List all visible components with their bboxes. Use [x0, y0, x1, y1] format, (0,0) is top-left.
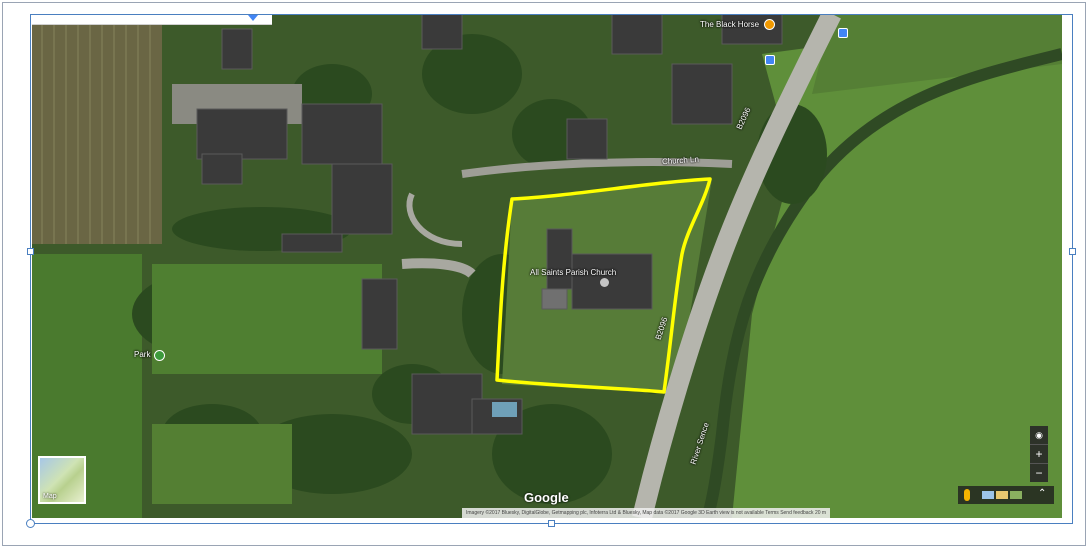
- zoom-controls: ◉ + −: [1030, 426, 1048, 482]
- field-furrows: [41, 14, 151, 244]
- church-lane: [461, 158, 733, 178]
- layer-toggle-thumbnail[interactable]: Map: [38, 456, 86, 504]
- pub-marker-icon[interactable]: [764, 19, 775, 30]
- lawn-2: [152, 424, 292, 504]
- layer-thumb-icon-1[interactable]: [982, 491, 994, 499]
- google-logo: Google: [524, 490, 569, 505]
- map-imagery: [32, 14, 1062, 518]
- pool: [492, 402, 517, 417]
- layer-thumb-icon-3[interactable]: [1010, 491, 1022, 499]
- church-marker-icon[interactable]: [600, 278, 609, 287]
- drive: [406, 192, 463, 247]
- park-marker-icon[interactable]: [154, 350, 165, 361]
- pegman-icon[interactable]: [964, 489, 970, 501]
- compass-button[interactable]: ◉: [1030, 426, 1048, 445]
- church-label[interactable]: All Saints Parish Church: [530, 268, 617, 277]
- resize-handle-left-middle[interactable]: [27, 248, 34, 255]
- boundary-highlight: [495, 177, 712, 394]
- map-bottom-controls: ⌃: [958, 486, 1054, 504]
- zoom-in-button[interactable]: +: [1030, 445, 1048, 464]
- driveway: [401, 258, 476, 278]
- map-attribution: Imagery ©2017 Bluesky, DigitalGlobe, Get…: [462, 508, 831, 518]
- search-chevron-icon[interactable]: [248, 15, 258, 21]
- river: [701, 48, 1062, 518]
- right-meadow: [732, 14, 1062, 518]
- resize-handle-bottom-left[interactable]: [26, 519, 35, 528]
- buildings: [196, 14, 783, 435]
- search-box[interactable]: [32, 14, 272, 25]
- zoom-out-button[interactable]: −: [1035, 466, 1043, 480]
- layer-toggle-label: Map: [43, 493, 57, 500]
- expand-icon[interactable]: ⌃: [1038, 488, 1047, 499]
- ploughed-field: [32, 14, 162, 244]
- meadow-top: [812, 14, 1062, 94]
- satellite-map[interactable]: All Saints Parish Church The Black Horse…: [32, 14, 1062, 518]
- lawn: [152, 264, 382, 374]
- resize-handle-right-middle[interactable]: [1069, 248, 1076, 255]
- resize-handle-bottom-middle[interactable]: [548, 520, 555, 527]
- bus-stop-icon-2[interactable]: [765, 55, 775, 65]
- pub-label[interactable]: The Black Horse: [700, 20, 760, 29]
- park-label: Park: [134, 350, 151, 359]
- bus-stop-icon[interactable]: [838, 28, 848, 38]
- main-road: [632, 14, 841, 518]
- layer-thumb-icon-2[interactable]: [996, 491, 1008, 499]
